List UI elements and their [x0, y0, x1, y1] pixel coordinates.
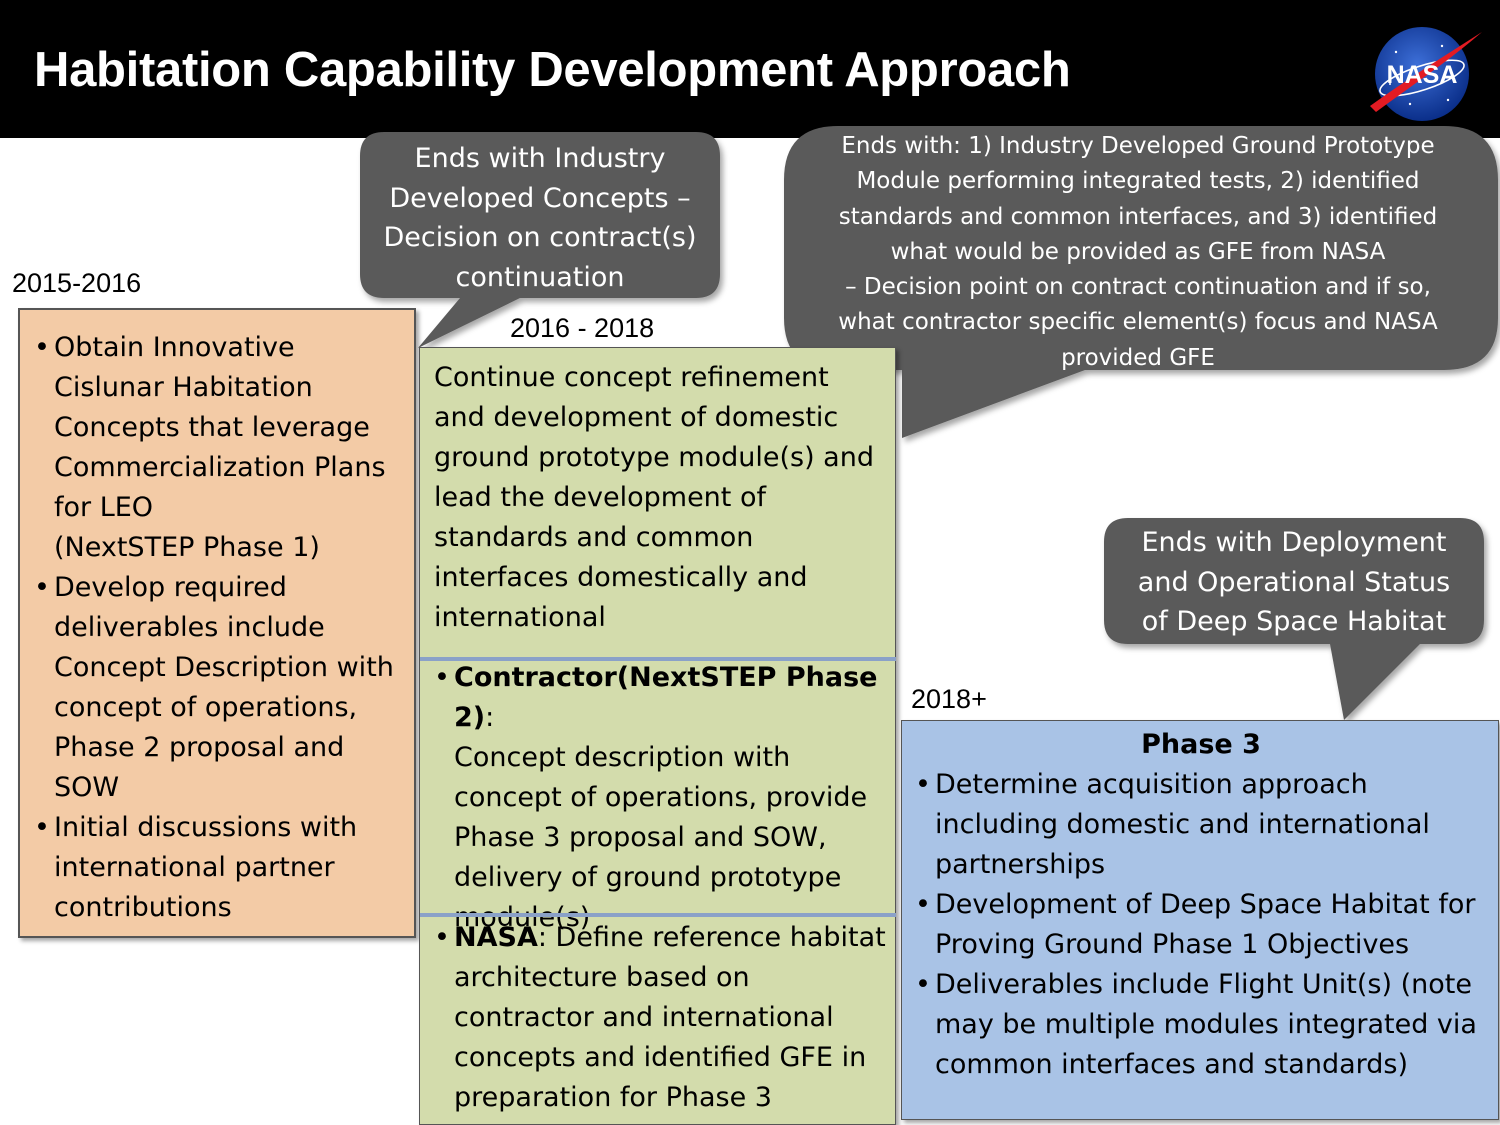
phase2-contractor: Contractor(NextSTEP Phase 2): Concept de… [434, 658, 895, 938]
year-label-phase3: 2018+ [911, 684, 987, 714]
phase2-divider-2 [420, 913, 896, 917]
year-label-phase2: 2016 - 2018 [510, 313, 655, 343]
contractor-label: Contractor(NextSTEP Phase 2) [454, 662, 878, 733]
phase3-bullet-2: Development of Deep Space Habitat forPro… [915, 885, 1477, 965]
callout-bubble-2 [784, 126, 1498, 438]
callout-bubble-1 [360, 132, 720, 348]
phase3-bullet-1: Determine acquisition approachincluding … [915, 765, 1477, 885]
logo-text: NASA [1387, 61, 1458, 89]
title-bar [0, 0, 1500, 138]
callout-text-2: Ends with: 1) Industry Developed Ground … [838, 133, 1438, 371]
phase2-nasa: NASA: Define reference habitat architect… [434, 918, 886, 1118]
phase2-divider-1 [420, 657, 896, 661]
slide-title: Habitation Capability Development Approa… [34, 43, 1071, 97]
year-label-phase1: 2015-2016 [12, 268, 142, 298]
nasa-label: NASA [454, 922, 538, 953]
phase3-bullet-3: Deliverables include Flight Unit(s) (not… [915, 965, 1477, 1085]
callout-text-3: Ends with Deployment and Operational Sta… [1137, 527, 1451, 637]
phase3-bullets: Determine acquisition approachincluding … [915, 765, 1477, 1085]
phase3-box: Phase 3 Determine acquisition approachin… [901, 720, 1499, 1120]
callout-text-1: Ends with Industry Developed Concepts – … [383, 143, 697, 293]
callout-bubble-3 [1104, 518, 1484, 720]
phase3-heading: Phase 3 [1141, 729, 1261, 760]
nasa-logo-icon: NASA [1370, 27, 1482, 121]
